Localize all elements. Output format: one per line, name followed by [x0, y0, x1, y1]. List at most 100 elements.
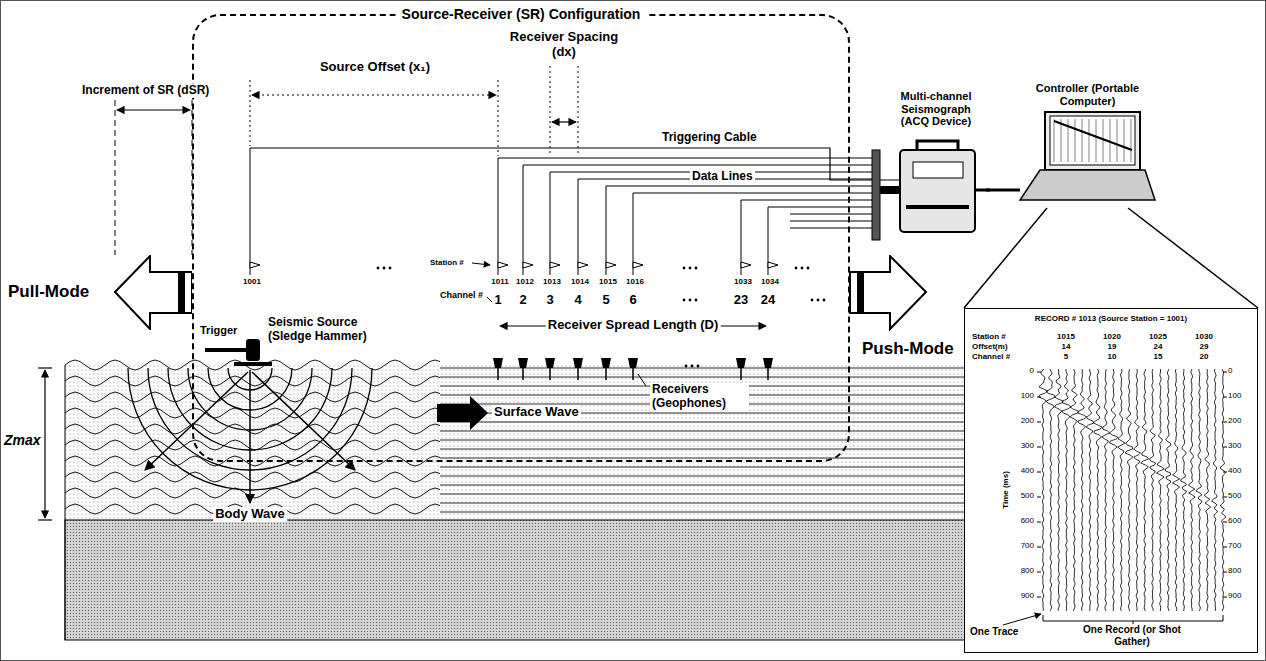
text-label: Station # [430, 258, 464, 267]
data-line [790, 221, 872, 222]
text-label: Receiver Spread Length (D) [546, 318, 721, 333]
ellipsis-dot [801, 267, 804, 270]
block-arrow [115, 256, 192, 329]
text-label: 800 [1021, 566, 1034, 575]
text-label: Channel # [440, 290, 483, 300]
mini-event [1054, 121, 1132, 150]
trace-pointer [1003, 614, 1041, 625]
arrow-bar [857, 272, 864, 313]
text-label: 1025 [1149, 332, 1167, 341]
axis-tick [1037, 422, 1041, 423]
ellipsis-dot [695, 299, 698, 302]
data-line [741, 200, 872, 201]
soil-layer-line [440, 440, 965, 441]
station-flag [498, 262, 508, 268]
text-label: 1012 [516, 277, 534, 286]
soil-layer-line [440, 512, 965, 513]
text-label: 600 [1228, 516, 1241, 525]
ellipsis-dot [689, 299, 692, 302]
soil-layer-line [440, 467, 965, 468]
data-line [790, 228, 872, 229]
wavy-layer [65, 360, 440, 370]
text-label: 23 [734, 293, 748, 308]
geophone [601, 358, 611, 368]
text-label: Triggering Cable [660, 131, 759, 145]
soil-layer-line [440, 377, 965, 378]
geophone-spike [740, 368, 742, 380]
text-label: Body Wave [213, 507, 287, 522]
trace [1149, 369, 1155, 611]
text-label: 1 [494, 293, 501, 308]
data-line [550, 172, 551, 275]
axis-tick [1223, 572, 1227, 573]
text-label: 900 [1021, 591, 1034, 600]
trace [1062, 369, 1071, 611]
ellipsis-dot [807, 267, 810, 270]
record-bracket [1043, 615, 1223, 624]
axis-tick [1037, 472, 1041, 473]
text-label: 700 [1228, 541, 1241, 550]
trace [1188, 369, 1195, 611]
station-flag [606, 262, 616, 268]
connector-plug [880, 186, 900, 194]
ellipsis-dot [683, 299, 686, 302]
mini-trace [1089, 119, 1090, 162]
text-label: 500 [1228, 491, 1241, 500]
text-label: 300 [1228, 441, 1241, 450]
station-flag [523, 262, 533, 268]
geophone-spike [497, 368, 499, 380]
text-label: 400 [1228, 466, 1241, 475]
axis-tick [1037, 397, 1041, 398]
controller: Controller (Portable Computer) [1020, 82, 1155, 208]
trace [1204, 369, 1210, 611]
ellipsis-dot [795, 267, 798, 270]
text-label: 800 [1228, 566, 1241, 575]
hammer-handle [205, 348, 248, 352]
leader-line [487, 297, 492, 302]
trace [1157, 369, 1165, 611]
axis-tick [1223, 547, 1227, 548]
data-line [633, 193, 872, 194]
seismograph-case [900, 150, 975, 232]
ellipsis-dot [695, 267, 698, 270]
dimension-line [250, 80, 251, 146]
soil-layer-line [440, 476, 965, 477]
axis-tick [1223, 422, 1227, 423]
dsr-arrow [117, 109, 190, 110]
mini-trace [1103, 119, 1104, 162]
device-handle [917, 141, 958, 150]
trace [1220, 369, 1226, 611]
text-label: 1015 [599, 277, 617, 286]
geophone [736, 358, 746, 368]
geophone-spike [549, 368, 551, 380]
mini-trace [1061, 119, 1062, 162]
geophone [545, 358, 555, 368]
ellipsis-dot [817, 299, 820, 302]
data-line [578, 179, 579, 275]
trace [1046, 369, 1055, 611]
ellipsis-dot [685, 365, 688, 368]
wavy-layer [65, 472, 440, 482]
geophone-spike [632, 368, 634, 380]
soil-layer-line [440, 458, 965, 459]
text-label: 4 [574, 293, 581, 308]
dimension-line [550, 66, 551, 155]
dimension-line [115, 100, 116, 255]
text-label: 10 [1108, 352, 1117, 361]
station-flag [633, 262, 643, 268]
text-label: 600 [1021, 516, 1034, 525]
geophone [493, 358, 503, 368]
soil-layer-line [440, 422, 965, 423]
soil-layer-line [440, 449, 965, 450]
mini-trace [1075, 119, 1076, 162]
soil-layer-line [440, 431, 965, 432]
trace [1212, 369, 1218, 611]
text-label: 1001 [243, 277, 261, 286]
axis-tick [1223, 372, 1227, 373]
wavy-layer [65, 392, 440, 402]
text-label: 24 [1154, 342, 1163, 351]
axis-tick [1037, 497, 1041, 498]
axis-tick [1223, 497, 1227, 498]
